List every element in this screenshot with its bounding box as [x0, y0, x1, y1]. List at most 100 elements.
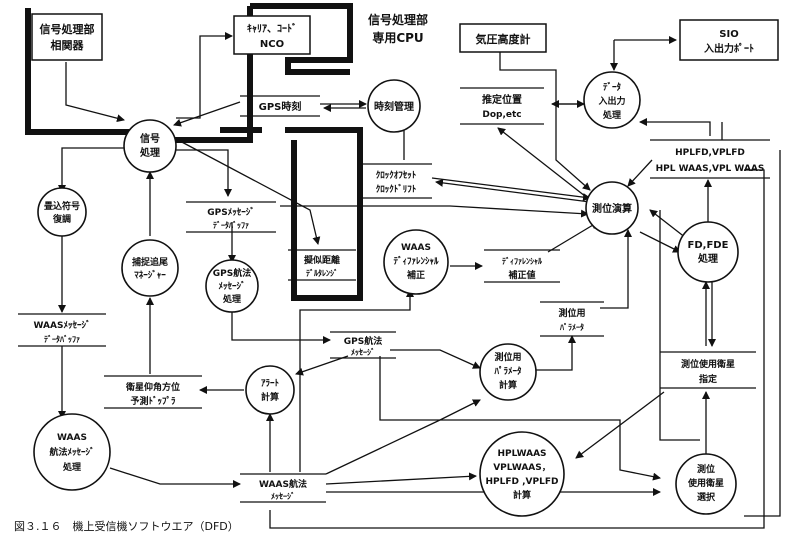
store-gps-msg-buffer: GPSﾒｯｾｰｼﾞ ﾃﾞｰﾀﾊﾞｯﾌｧ — [186, 201, 276, 233]
svg-text:擬似距離: 擬似距離 — [304, 254, 340, 266]
sio-line1: SIO — [719, 29, 738, 40]
external-correlator: 信号処理部 相関器 — [31, 13, 103, 61]
svg-text:時刻管理: 時刻管理 — [374, 100, 414, 113]
svg-text:指定: 指定 — [699, 373, 718, 385]
svg-text:予測ﾄﾞｯﾌﾟﾗ: 予測ﾄﾞｯﾌﾟﾗ — [130, 395, 176, 407]
store-gps-nav-message: GPS航法 ﾒｯｾｰｼﾞ — [330, 331, 396, 359]
svg-text:補正: 補正 — [406, 269, 425, 281]
process-hpl-vpl-calc: HPLWAAS VPLWAAS， HPLFD ,VPLFD 計算 — [479, 431, 565, 517]
nco-line2: NCO — [260, 39, 284, 50]
flow-lines — [58, 32, 781, 529]
store-waas-msg-buffer: WAASﾒｯｾｰｼﾞ ﾃﾞｰﾀﾊﾞｯﾌｧ — [18, 313, 106, 347]
svg-text:ﾃﾞｨﾌｧﾚﾝｼｬﾙ: ﾃﾞｨﾌｧﾚﾝｼｬﾙ — [502, 256, 543, 266]
correlator-line1: 信号処理部 — [40, 22, 95, 36]
signal-cpu-frame-lower — [220, 127, 363, 301]
nco-line1: ｷｬﾘｱ、ｺｰﾄﾞ — [247, 22, 297, 35]
svg-text:GPS航法: GPS航法 — [213, 267, 251, 279]
svg-text:計算: 計算 — [261, 391, 279, 403]
svg-text:復調: 復調 — [52, 213, 71, 225]
process-waas-nav-message: WAAS 航法ﾒｯｾｰｼﾞ 処理 — [33, 413, 111, 491]
process-data-io: ﾃﾞｰﾀ 入出力 処理 — [583, 71, 641, 129]
svg-text:ﾊﾟﾗﾒｰﾀ: ﾊﾟﾗﾒｰﾀ — [559, 322, 584, 332]
svg-text:WAAS: WAAS — [57, 433, 87, 443]
process-fd-fde: FD,FDE 処理 — [677, 221, 739, 283]
process-acq-tracking: 捕捉追尾 ﾏﾈｰｼﾞｬｰ — [121, 239, 179, 297]
svg-text:VPLWAAS，: VPLWAAS， — [493, 463, 551, 473]
svg-text:ｸﾛｯｸｵﾌｾｯﾄ: ｸﾛｯｸｵﾌｾｯﾄ — [376, 170, 417, 181]
svg-text:FD,FDE: FD,FDE — [688, 240, 729, 251]
svg-text:HPLWAAS: HPLWAAS — [497, 449, 546, 459]
svg-text:ﾃﾞｰﾀﾊﾞｯﾌｧ: ﾃﾞｰﾀﾊﾞｯﾌｧ — [44, 334, 80, 344]
process-signal-processing: 信号 処理 — [123, 119, 177, 173]
svg-text:処理: 処理 — [697, 252, 718, 265]
barometer-label: 気圧高度計 — [476, 32, 531, 46]
svg-text:使用衛星: 使用衛星 — [687, 477, 724, 489]
store-est-position: 推定位置 Dop,etc — [460, 87, 544, 125]
svg-text:計算: 計算 — [513, 489, 531, 501]
process-convolution-decode: 畳込符号 復調 — [37, 187, 87, 237]
svg-text:ﾒｯｾｰｼﾞ: ﾒｯｾｰｼﾞ — [351, 347, 375, 357]
signal-area-label-1: 信号処理部 — [368, 12, 428, 27]
svg-text:HPL WAAS,VPL WAAS: HPL WAAS,VPL WAAS — [656, 164, 765, 174]
svg-text:GPSﾒｯｾｰｼﾞ: GPSﾒｯｾｰｼﾞ — [207, 206, 254, 218]
svg-text:WAAS: WAAS — [401, 243, 431, 253]
process-sat-select: 測位 使用衛星 選択 — [675, 453, 737, 515]
svg-text:ﾏﾈｰｼﾞｬｰ: ﾏﾈｰｼﾞｬｰ — [134, 269, 166, 281]
svg-text:ﾃﾞｰﾀﾊﾞｯﾌｧ: ﾃﾞｰﾀﾊﾞｯﾌｧ — [213, 220, 249, 230]
store-sat-prediction: 衛星仰角方位 予測ﾄﾞｯﾌﾟﾗ — [104, 375, 202, 409]
process-alert-calc: ｱﾗｰﾄ 計算 — [245, 365, 295, 415]
process-pos-params-calc: 測位用 ﾊﾟﾗﾒｰﾀ 計算 — [479, 343, 537, 401]
svg-text:航法ﾒｯｾｰｼﾞ: 航法ﾒｯｾｰｼﾞ — [49, 446, 94, 458]
process-gps-nav-message: GPS航法 ﾒｯｾｰｼﾞ 処理 — [205, 259, 259, 313]
store-hpl-vpl: HPLFD,VPLFD HPL WAAS,VPL WAAS — [650, 139, 770, 179]
svg-text:推定位置: 推定位置 — [482, 93, 522, 106]
svg-text:ﾒｯｾｰｼﾞ: ﾒｯｾｰｼﾞ — [271, 491, 295, 501]
external-barometer: 気圧高度計 — [459, 23, 547, 53]
svg-text:計算: 計算 — [499, 379, 517, 391]
store-waas-nav-message: WAAS航法 ﾒｯｾｰｼﾞ — [240, 473, 326, 503]
svg-text:Dop,etc: Dop,etc — [482, 110, 521, 120]
svg-text:GPS航法: GPS航法 — [344, 335, 382, 347]
svg-text:衛星仰角方位: 衛星仰角方位 — [125, 381, 180, 393]
store-diff-correction: ﾃﾞｨﾌｧﾚﾝｼｬﾙ 補正値 — [484, 249, 560, 283]
correlator-line2: 相関器 — [51, 38, 85, 52]
svg-text:処理: 処理 — [62, 461, 81, 473]
svg-text:畳込符号: 畳込符号 — [44, 200, 80, 212]
process-waas-differential: WAAS ﾃﾞｨﾌｧﾚﾝｼｬﾙ 補正 — [383, 229, 449, 295]
svg-text:補正値: 補正値 — [507, 269, 535, 281]
svg-text:ﾊﾟﾗﾒｰﾀ: ﾊﾟﾗﾒｰﾀ — [493, 365, 522, 377]
svg-text:処理: 処理 — [139, 146, 160, 159]
svg-text:ﾃﾞｰﾀ: ﾃﾞｰﾀ — [603, 81, 622, 93]
svg-text:HPLFD,VPLFD: HPLFD,VPLFD — [675, 148, 745, 158]
store-clock-offset: ｸﾛｯｸｵﾌｾｯﾄ ｸﾛｯｸﾄﾞﾘﾌﾄ — [360, 163, 432, 199]
external-carrier-code-nco: ｷｬﾘｱ、ｺｰﾄﾞ NCO — [233, 15, 311, 55]
svg-text:ｸﾛｯｸﾄﾞﾘﾌﾄ: ｸﾛｯｸﾄﾞﾘﾌﾄ — [376, 183, 417, 195]
svg-text:捕捉追尾: 捕捉追尾 — [132, 256, 168, 268]
svg-text:測位用: 測位用 — [558, 307, 585, 319]
store-used-sats: 測位使用衛星 指定 — [660, 351, 756, 389]
svg-text:測位使用衛星: 測位使用衛星 — [681, 358, 735, 370]
svg-text:処理: 処理 — [602, 109, 621, 121]
svg-text:ｱﾗｰﾄ: ｱﾗｰﾄ — [261, 378, 280, 389]
svg-text:ﾃﾞﾙﾀﾚﾝｼﾞ: ﾃﾞﾙﾀﾚﾝｼﾞ — [306, 268, 338, 278]
svg-text:測位用: 測位用 — [494, 351, 521, 363]
store-pos-params: 測位用 ﾊﾟﾗﾒｰﾀ — [540, 301, 604, 337]
svg-text:選択: 選択 — [697, 491, 716, 503]
svg-text:測位演算: 測位演算 — [592, 202, 632, 215]
svg-text:WAAS航法: WAAS航法 — [259, 478, 307, 490]
figure-caption: 図３.１６ 機上受信機ソフトウエア（DFD） — [14, 519, 239, 533]
signal-area-label-2: 専用CPU — [372, 30, 423, 45]
store-gps-time: GPS時刻 — [240, 95, 320, 117]
svg-text:ﾃﾞｨﾌｧﾚﾝｼｬﾙ: ﾃﾞｨﾌｧﾚﾝｼｬﾙ — [393, 255, 439, 267]
external-sio-port: SIO 入出力ﾎﾟｰﾄ — [679, 19, 779, 61]
svg-text:入出力: 入出力 — [597, 95, 625, 107]
process-positioning: 測位演算 — [585, 181, 639, 235]
sio-line2: 入出力ﾎﾟｰﾄ — [704, 42, 754, 55]
svg-text:信号: 信号 — [140, 132, 160, 145]
store-pseudorange: 擬似距離 ﾃﾞﾙﾀﾚﾝｼﾞ — [288, 249, 356, 281]
svg-text:処理: 処理 — [222, 293, 241, 305]
process-time-management: 時刻管理 — [367, 79, 421, 133]
svg-text:GPS時刻: GPS時刻 — [259, 100, 302, 113]
svg-text:測位: 測位 — [697, 463, 715, 475]
